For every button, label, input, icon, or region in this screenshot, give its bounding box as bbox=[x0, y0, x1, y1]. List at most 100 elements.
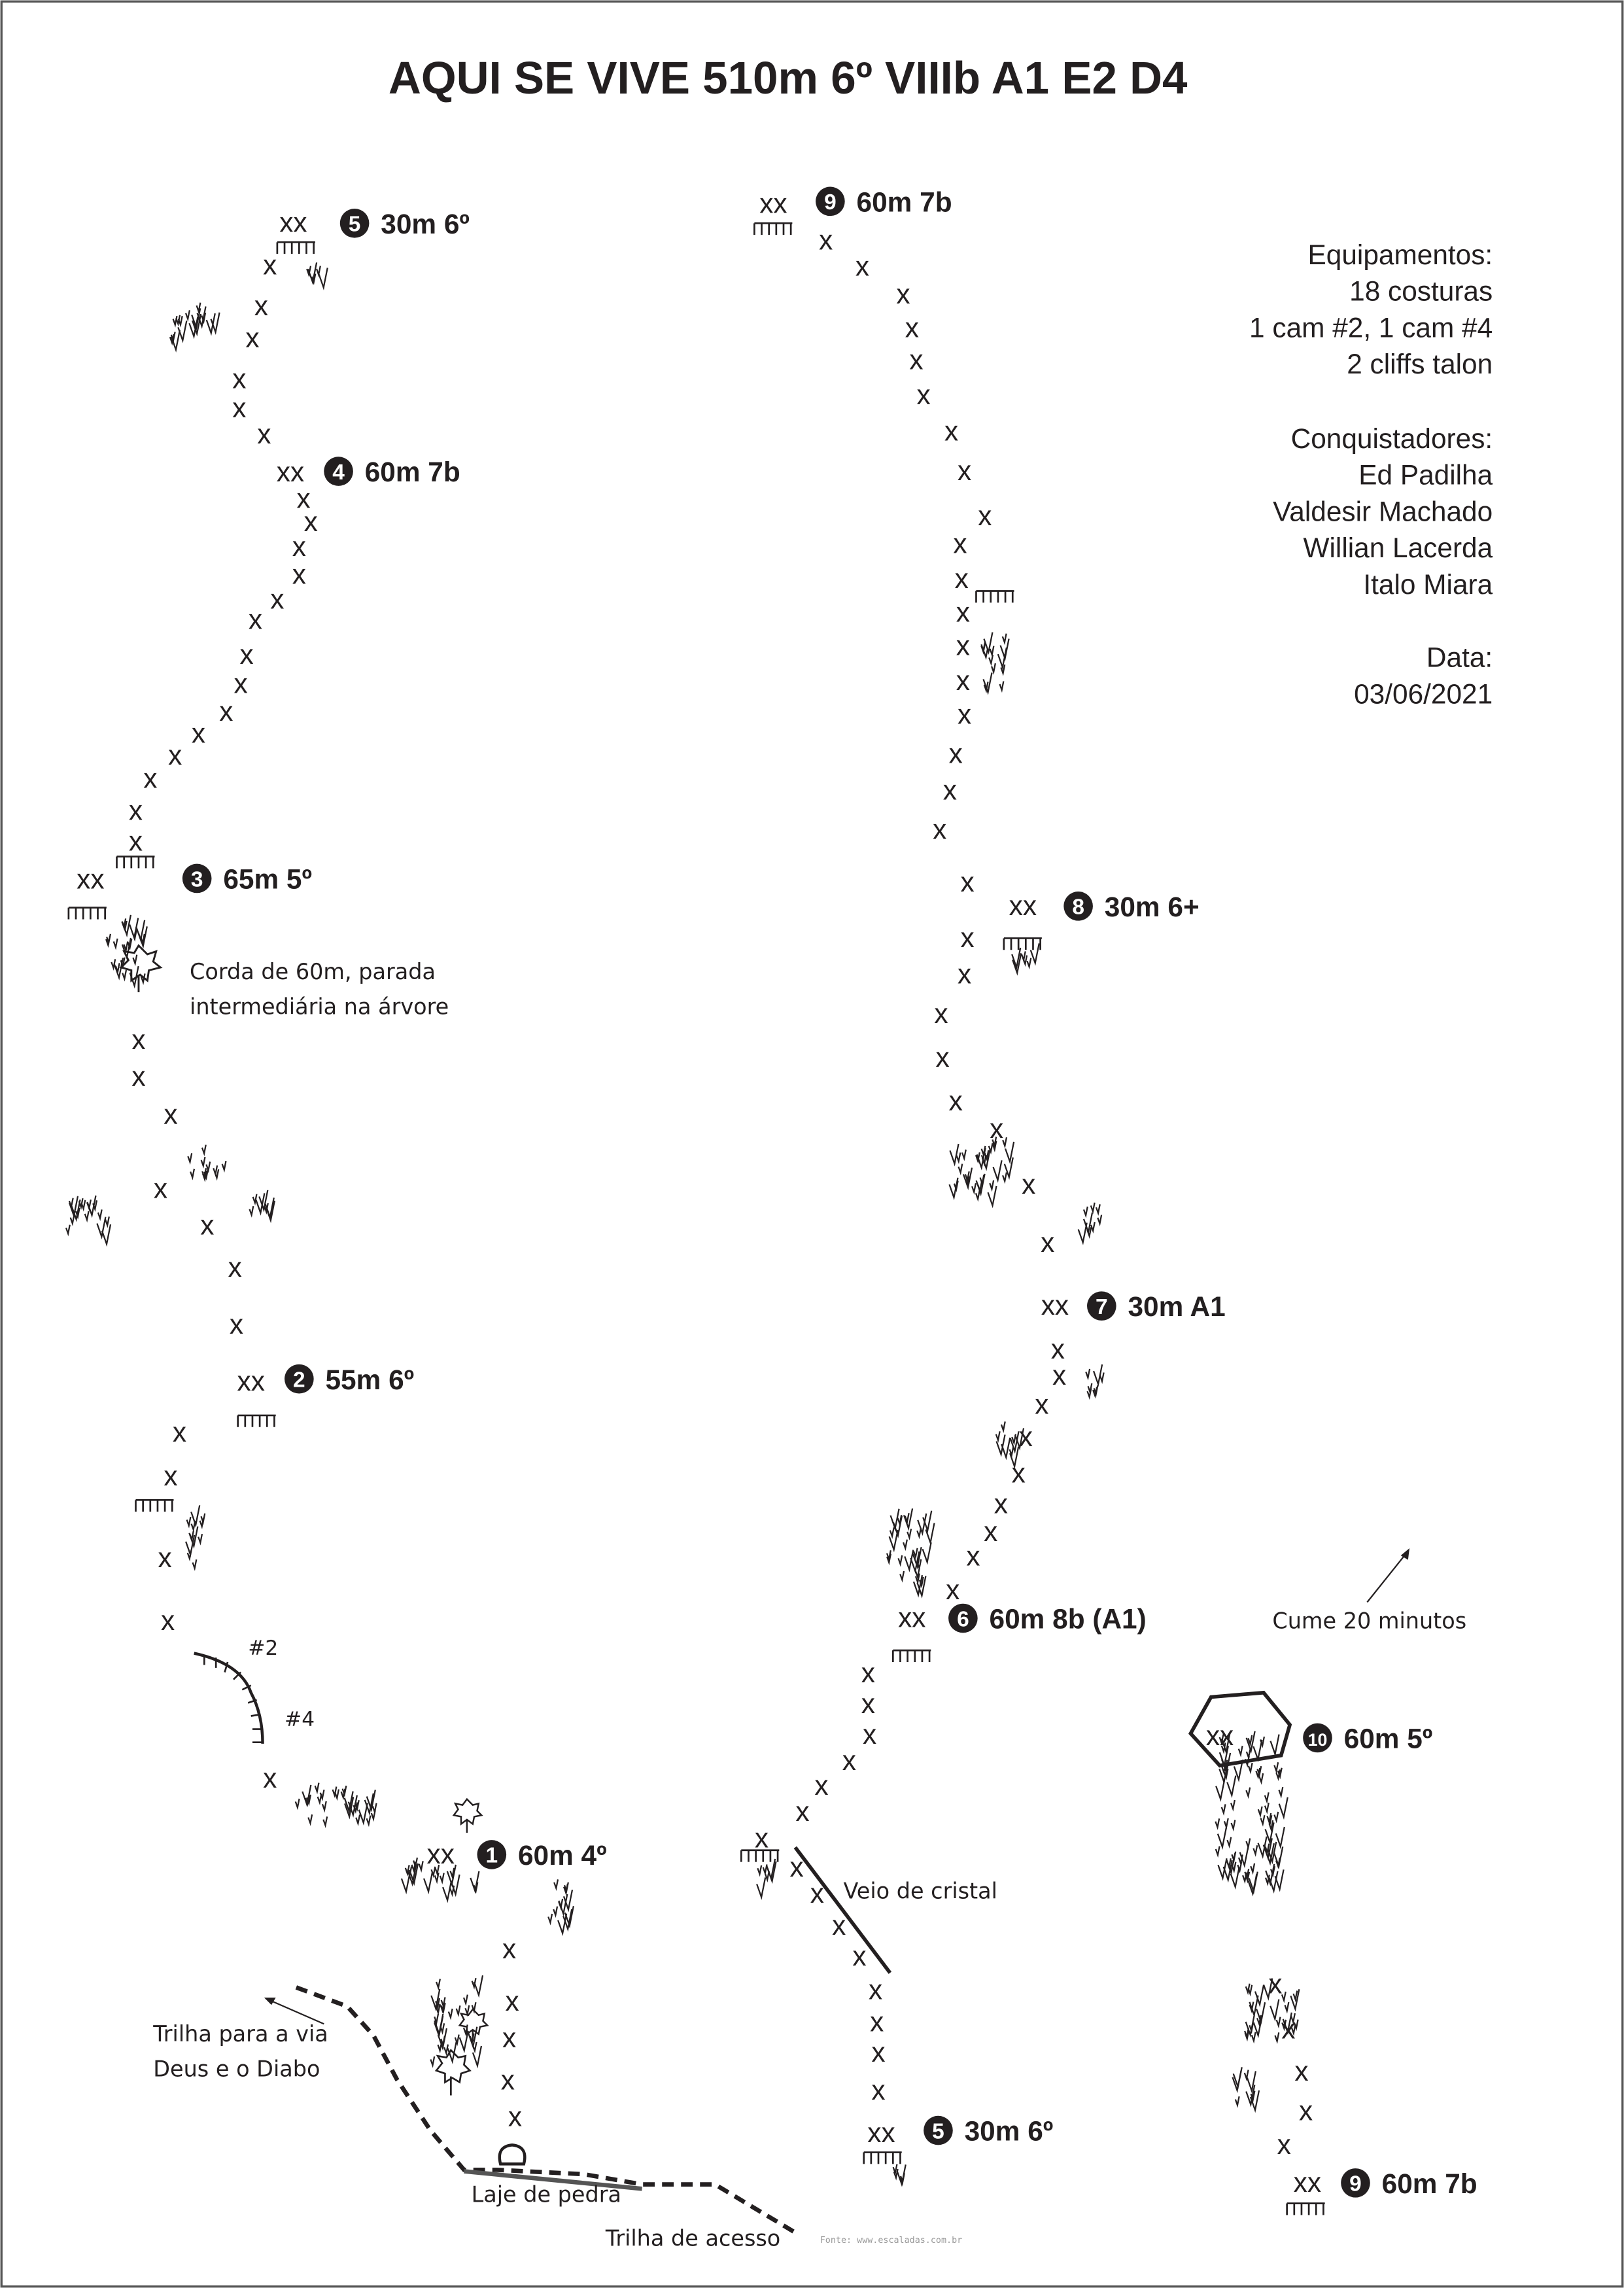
pitch-number-badge bbox=[1087, 1291, 1116, 1321]
grass-icon bbox=[991, 663, 996, 675]
pitch-number: 6 bbox=[957, 1607, 969, 1631]
grass-icon bbox=[916, 1559, 922, 1571]
grass-icon bbox=[1217, 1858, 1228, 1881]
bolt-marker: x bbox=[232, 392, 246, 423]
bolt-marker: x bbox=[1277, 2129, 1291, 2160]
pitch-description: 60m 7b bbox=[365, 457, 460, 487]
bolt-marker: x bbox=[960, 922, 974, 953]
bolt-marker: x bbox=[871, 2075, 885, 2106]
grass-icon bbox=[1270, 1999, 1280, 2022]
grass-icon bbox=[1245, 2015, 1255, 2038]
grass-icon bbox=[1249, 2022, 1254, 2034]
grass-icon bbox=[1087, 1383, 1093, 1395]
bolt-marker: x bbox=[249, 604, 262, 635]
grass-icon bbox=[458, 2030, 469, 2054]
grass-icon bbox=[450, 1874, 460, 1898]
anchors bbox=[67, 222, 1325, 2215]
grass-icon bbox=[190, 1520, 196, 1533]
grass-icon bbox=[470, 1871, 480, 1894]
grass-icon bbox=[1249, 2002, 1254, 2014]
grass-icon bbox=[71, 1199, 81, 1222]
first-ascensionist: Italo Miara bbox=[1363, 569, 1493, 600]
grass-icon bbox=[765, 1858, 776, 1882]
grass-icon bbox=[430, 1988, 441, 2012]
grass-icon bbox=[1247, 1985, 1253, 1997]
access-trail-label: Trilha de acesso bbox=[605, 2225, 780, 2251]
belay-marker: xx bbox=[237, 1366, 265, 1396]
bolt-marker: x bbox=[984, 1516, 997, 1547]
grass-icon bbox=[318, 268, 328, 290]
bolt-marker: x bbox=[228, 1252, 242, 1283]
grass-icon bbox=[306, 1794, 312, 1807]
grass-icon bbox=[190, 1505, 201, 1528]
grass-icon bbox=[344, 1797, 354, 1820]
bolt-marker: x bbox=[917, 379, 931, 410]
anchor-icon bbox=[753, 222, 793, 235]
grass-icon bbox=[175, 315, 181, 327]
anchor-icon bbox=[116, 856, 155, 869]
pitch-number-badge bbox=[924, 2115, 953, 2145]
bolt-marker: x bbox=[994, 1488, 1008, 1519]
first-ascent-heading: Conquistadores: bbox=[1291, 423, 1493, 454]
grass-icon bbox=[371, 1803, 377, 1815]
bolt-marker: x bbox=[129, 826, 143, 857]
grass-icon bbox=[1284, 2002, 1290, 2014]
bolt-marker: x bbox=[505, 1986, 519, 2017]
grass-icon bbox=[1002, 1137, 1008, 1149]
grass-icon bbox=[191, 308, 201, 331]
grass-icon bbox=[449, 1867, 455, 1880]
grass-icon bbox=[140, 973, 146, 986]
pitch-number-badge bbox=[324, 457, 353, 486]
tree-icon bbox=[119, 944, 163, 992]
grass-icon bbox=[205, 1161, 211, 1173]
grass-icon bbox=[1026, 958, 1032, 970]
bolt-marker: x bbox=[852, 1941, 866, 1971]
grass-icon bbox=[358, 1803, 368, 1826]
grass-icon bbox=[547, 1913, 553, 1926]
grass-icon bbox=[185, 1534, 196, 1558]
grass-icon bbox=[1245, 1871, 1251, 1884]
grass-icon bbox=[1000, 1421, 1006, 1433]
grass-icon bbox=[1245, 1838, 1251, 1850]
grass-icon bbox=[975, 1190, 980, 1202]
date-value: 03/06/2021 bbox=[1354, 678, 1493, 709]
bolt-marker: x bbox=[168, 740, 182, 771]
pitch-description: 65m 5º bbox=[223, 864, 312, 895]
pitch-number: 5 bbox=[932, 2119, 944, 2143]
grass-icon bbox=[200, 1513, 206, 1525]
pitch-number-badge bbox=[339, 209, 370, 238]
grass-icon bbox=[132, 954, 138, 967]
grass-icon bbox=[912, 1547, 922, 1570]
bolt-marker: x bbox=[164, 1099, 177, 1130]
pitch-number: 8 bbox=[1072, 895, 1084, 920]
bolt-marker: x bbox=[905, 312, 919, 343]
bolt-marker: x bbox=[795, 1796, 809, 1827]
grass-icon bbox=[439, 1873, 445, 1885]
grass-icon bbox=[1282, 2012, 1292, 2036]
grass-icon bbox=[987, 1185, 997, 1209]
other-trail-label: Deus e o Diabo bbox=[153, 2056, 320, 2082]
grass-icon bbox=[423, 1871, 434, 1895]
grass-icon bbox=[1005, 1141, 1015, 1165]
grass-icon bbox=[949, 1143, 959, 1167]
grass-icon bbox=[1256, 1765, 1262, 1778]
bolt-marker: x bbox=[508, 2101, 522, 2132]
grass-icon bbox=[334, 1789, 340, 1801]
grass-icon bbox=[984, 1150, 990, 1162]
bolt-marker: x bbox=[232, 363, 246, 394]
bolt-marker: x bbox=[944, 416, 958, 447]
grass-icon bbox=[255, 1193, 266, 1216]
grass-icon bbox=[1268, 1820, 1274, 1832]
grass-icon bbox=[1257, 1836, 1268, 1860]
pitch-number-badge bbox=[285, 1364, 314, 1394]
grass-icon bbox=[314, 1782, 320, 1795]
tree-icon bbox=[458, 2008, 489, 2041]
bolt-marker: x bbox=[943, 775, 957, 806]
grass-icon bbox=[340, 1788, 346, 1801]
bolt-marker: x bbox=[819, 224, 833, 255]
